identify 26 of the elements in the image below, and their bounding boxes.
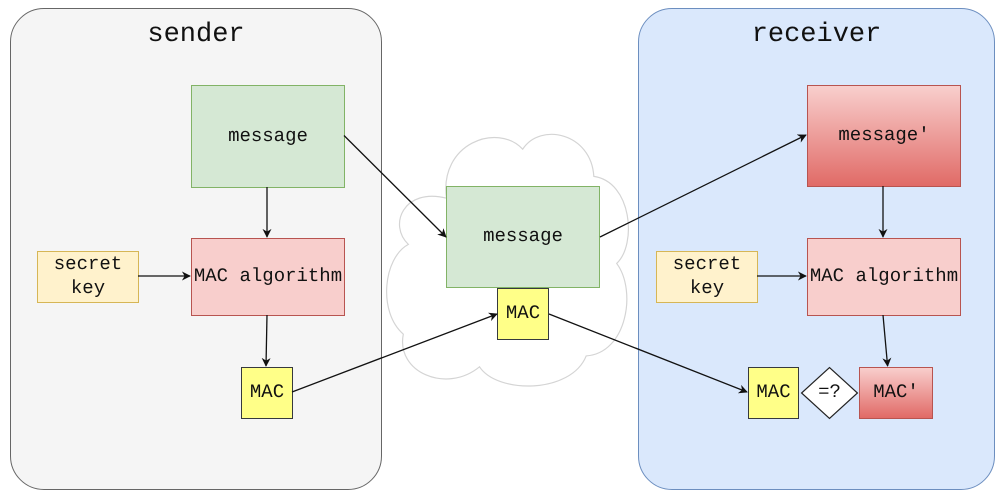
- sender-panel: [10, 8, 382, 490]
- arrow: [548, 313, 748, 394]
- mac-box: MAC: [497, 288, 549, 340]
- key-box: secret key: [656, 251, 758, 303]
- receiver-panel: [638, 8, 995, 490]
- arrow: [138, 272, 191, 280]
- arrow: [262, 314, 271, 367]
- mac-box: MAC: [748, 367, 799, 419]
- panel-title: receiver: [752, 19, 882, 52]
- result-box: message': [807, 85, 961, 187]
- arrow: [292, 312, 498, 393]
- arrow: [262, 187, 272, 238]
- mac-box: MAC: [241, 367, 293, 419]
- process-box: MAC algorithm: [807, 238, 961, 316]
- process-box: MAC algorithm: [191, 238, 345, 316]
- arrow: [600, 134, 807, 238]
- message-box: message: [191, 85, 345, 188]
- arrow: [344, 135, 447, 238]
- arrow: [878, 186, 888, 238]
- arrow: [882, 314, 892, 367]
- message-box: message: [446, 186, 600, 288]
- result-box: MAC': [859, 367, 933, 419]
- panel-title: sender: [147, 19, 245, 52]
- comparison-diamond: =?: [801, 367, 858, 419]
- arrow: [757, 272, 807, 280]
- key-box: secret key: [37, 251, 139, 303]
